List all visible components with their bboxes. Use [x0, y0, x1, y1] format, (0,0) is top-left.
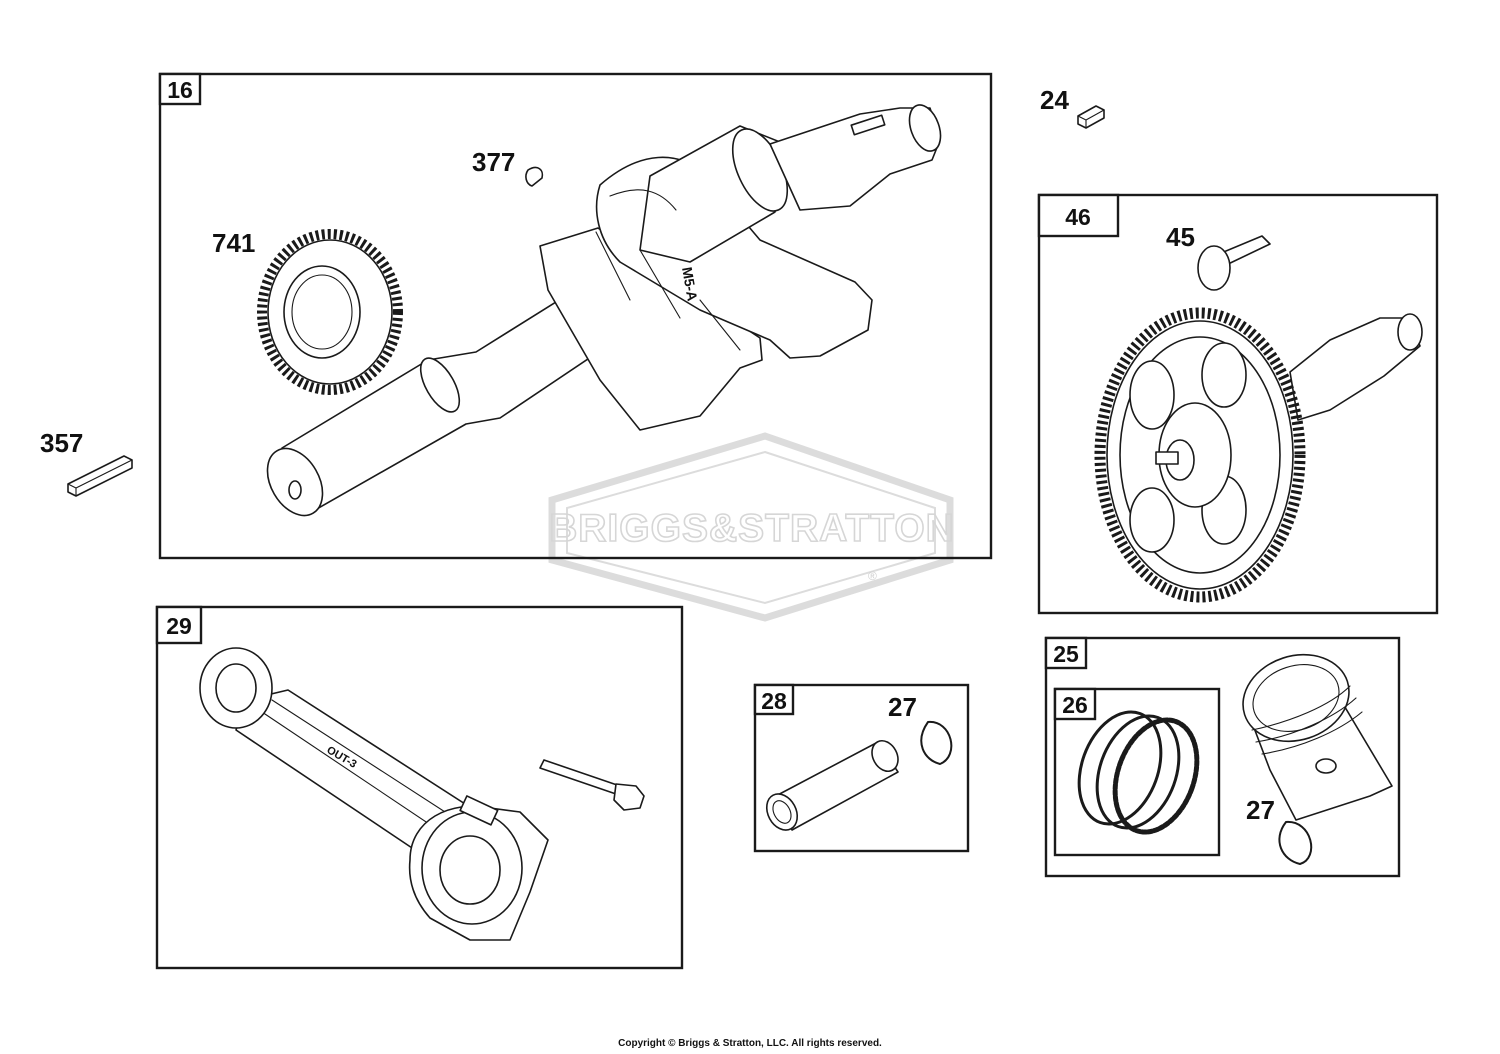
timing-gear-741-icon[interactable] — [257, 229, 403, 395]
crank-marking: M5-A — [679, 266, 701, 302]
piston-icon[interactable] — [1232, 641, 1393, 821]
camshaft-box-tag[interactable]: 46 — [1065, 204, 1091, 230]
piston-pin-box-tag[interactable]: 28 — [761, 688, 787, 714]
crankshaft-icon[interactable]: M5-A — [256, 101, 946, 526]
crankshaft-assembly-box: 16 — [158, 72, 993, 560]
callout-27-pin[interactable]: 27 — [888, 692, 917, 722]
connecting-rod-box: 29 — [155, 605, 684, 970]
retainer-clip-piston-icon[interactable] — [1278, 820, 1313, 865]
piston-box-tag[interactable]: 25 — [1053, 641, 1079, 667]
piston-assembly-box: 25 — [1044, 636, 1401, 878]
callout-357[interactable]: 357 — [40, 428, 83, 458]
watermark-brand-text: BRIGGS&STRATTON — [549, 507, 955, 550]
watermark-registered-mark: ® — [868, 569, 877, 583]
piston-pin-icon[interactable] — [761, 736, 903, 835]
crankshaft-box-tag[interactable]: 16 — [167, 77, 193, 103]
rod-bolt-icon[interactable] — [539, 759, 645, 811]
callout-24[interactable]: 24 — [1040, 85, 1069, 115]
key-24-icon[interactable] — [1077, 105, 1105, 129]
connecting-rod-icon[interactable]: OUT-3 — [199, 647, 549, 941]
woodruff-key-377-icon[interactable] — [525, 166, 544, 187]
copyright-notice: Copyright © Briggs & Stratton, LLC. All … — [618, 1038, 882, 1049]
callout-45[interactable]: 45 — [1166, 222, 1195, 252]
callout-377[interactable]: 377 — [472, 147, 515, 177]
callout-741[interactable]: 741 — [212, 228, 255, 258]
ring-set-box-tag[interactable]: 26 — [1062, 692, 1088, 718]
piston-pin-box: 28 — [753, 683, 970, 853]
connecting-rod-box-tag[interactable]: 29 — [166, 613, 192, 639]
ring-set-box: 26 — [1053, 687, 1221, 857]
briggs-stratton-watermark-logo: BRIGGS&STRATTON ® — [548, 432, 955, 622]
valve-tappet-45-icon[interactable] — [1197, 235, 1271, 291]
piston-rings-icon[interactable] — [1064, 701, 1211, 844]
camshaft-assembly-box: 46 — [1037, 193, 1439, 615]
retainer-clip-pin-icon[interactable] — [920, 720, 953, 765]
key-357-icon[interactable] — [67, 455, 133, 497]
camshaft-gear-icon[interactable] — [1094, 307, 1423, 603]
callout-27-piston[interactable]: 27 — [1246, 795, 1275, 825]
